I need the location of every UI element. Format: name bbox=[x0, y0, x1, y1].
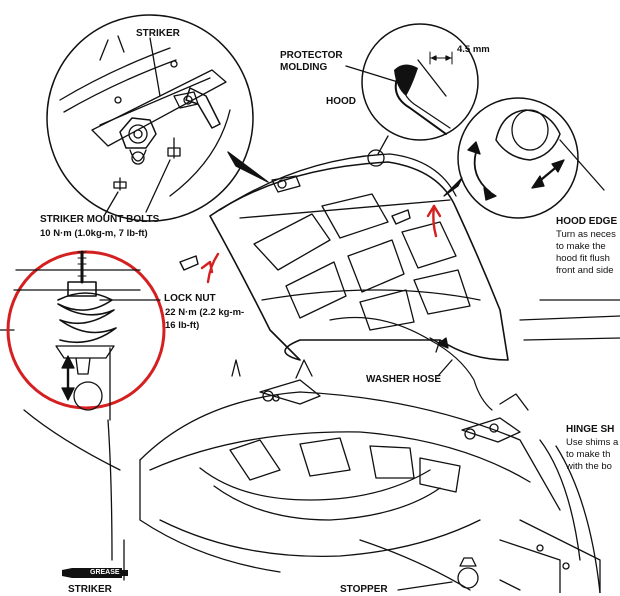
hood-edge-note-3: hood fit flush bbox=[556, 253, 610, 264]
lock-nut-label: LOCK NUT bbox=[164, 293, 216, 304]
hinge-shims-note-2: to make th bbox=[566, 449, 611, 460]
grease-label: GREASE bbox=[90, 569, 120, 576]
striker-detail-circle bbox=[46, 14, 269, 222]
hood-edge-note-1: Turn as neces bbox=[556, 229, 616, 240]
hinge-shims-note-1: Use shims a bbox=[566, 437, 619, 448]
hood-edge-note-4: front and side bbox=[556, 265, 614, 276]
hood-label: HOOD bbox=[326, 96, 356, 107]
dimension-label: 4.5 mm bbox=[457, 44, 490, 55]
hood-panel bbox=[179, 153, 509, 411]
red-annotation-arrows bbox=[200, 204, 442, 284]
striker-top-label: STRIKER bbox=[136, 28, 180, 39]
lock-nut-torque-1: 22 N·m (2.2 kg-m- bbox=[165, 307, 245, 318]
stopper-label: STOPPER bbox=[340, 584, 388, 595]
hinges-and-engine-bay bbox=[0, 299, 620, 593]
striker-mount-bolts-label: STRIKER MOUNT BOLTS bbox=[40, 214, 160, 225]
hood-edge-label: HOOD EDGE bbox=[556, 216, 618, 227]
protector-molding-label-2: MOLDING bbox=[280, 62, 328, 73]
grease-tube-icon bbox=[62, 568, 128, 578]
protector-molding-label-1: PROTECTOR bbox=[280, 50, 343, 61]
lock-nut-detail bbox=[6, 250, 166, 581]
hood-edge-note-2: to make the bbox=[556, 241, 606, 252]
hinge-shims-label: HINGE SH bbox=[566, 424, 615, 435]
striker-mount-torque: 10 N·m (1.0kg-m, 7 lb-ft) bbox=[40, 228, 148, 239]
lock-nut-torque-2: 16 lb-ft) bbox=[165, 320, 200, 331]
hood-edge-detail bbox=[443, 97, 605, 219]
washer-hose-label: WASHER HOSE bbox=[366, 374, 442, 385]
protector-molding-detail bbox=[345, 23, 479, 167]
hinge-shims-note-3: with the bo bbox=[566, 461, 612, 472]
striker-bottom-label: STRIKER bbox=[68, 584, 112, 595]
